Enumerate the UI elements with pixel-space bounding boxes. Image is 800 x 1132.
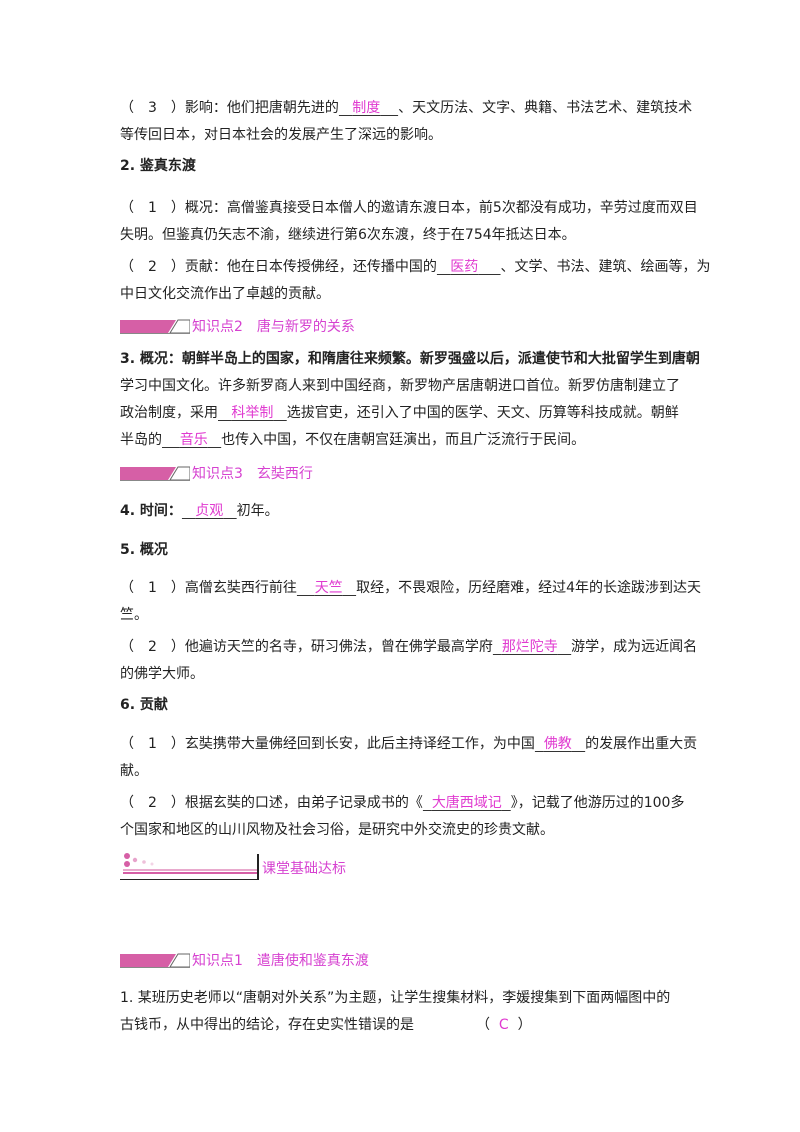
paragraph-influence: （ 3 ）影响：他们把唐朝先进的 制度 、天文历法、文字、典籍、书法艺术、建筑技… xyxy=(120,100,693,143)
paragraph-jianzhen-contribution: （ 2 ）贡献：他在日本传授佛经，还传播中国的 医药 、文学、书法、建筑、绘画等… xyxy=(120,259,711,302)
section-bar-icon xyxy=(120,318,190,334)
heading-contribution: 6. 贡献 xyxy=(120,697,168,713)
paragraph-xuanzang-book: （ 2 ）根据玄奘的口述，由弟子记录成书的《 大唐西域记 》，记载了他游历过的1… xyxy=(120,795,685,838)
paragraph-xuanzang-translation: （ 1 ）玄奘携带大量佛经回到长安，此后主持译经工作，为中国 佛教 的发展作出重… xyxy=(120,736,698,779)
heading-overview: 5. 概况 xyxy=(120,542,168,558)
section-bar-icon xyxy=(120,952,190,968)
question-1: 1. 某班历史老师以“唐朝对外关系”为主题，让学生搜集材料，李媛搜集到下面两幅图… xyxy=(120,990,671,1033)
paragraph-time: 4. 时间： 贞观 初年。 xyxy=(120,503,279,519)
answer-blank: 那烂陀寺 xyxy=(501,639,558,655)
section-dots-icon xyxy=(120,850,260,880)
answer-blank: 佛教 xyxy=(543,736,572,752)
answer-blank: 大唐西域记 xyxy=(431,795,502,811)
answer-blank: 制度 xyxy=(352,100,381,116)
answer-blank: 贞观 xyxy=(195,503,224,519)
answer-blank: 医药 xyxy=(450,259,479,275)
paragraph-silla-overview: 3. 概况：朝鲜半岛上的国家，和隋唐往来频繁。新罗强盛以后，派遣使节和大批留学生… xyxy=(120,351,700,448)
section-bar-icon xyxy=(120,465,190,481)
paragraph-xuanzang-study: （ 2 ）他遍访天竺的名寺，研习佛法，曾在佛学最高学府 那烂陀寺 游学，成为远近… xyxy=(120,639,698,682)
answer-blank: 天竺 xyxy=(314,580,343,596)
answer-choice: C xyxy=(498,1017,509,1033)
answer-blank: 音乐 xyxy=(179,432,208,448)
paragraph-xuanzang-journey: （ 1 ）高僧玄奘西行前往 天竺 取经，不畏艰险，历经磨难，经过4年的长途跋涉到… xyxy=(120,580,701,623)
heading-jianzhen: 2. 鉴真东渡 xyxy=(120,158,196,174)
answer-blank: 科举制 xyxy=(231,405,274,421)
paragraph-jianzhen-overview: （ 1 ）概况：高僧鉴真接受日本僧人的邀请东渡日本，前5次都没有成功，辛劳过度而… xyxy=(120,200,698,243)
section-header-classroom: 课堂基础达标 xyxy=(120,850,346,880)
